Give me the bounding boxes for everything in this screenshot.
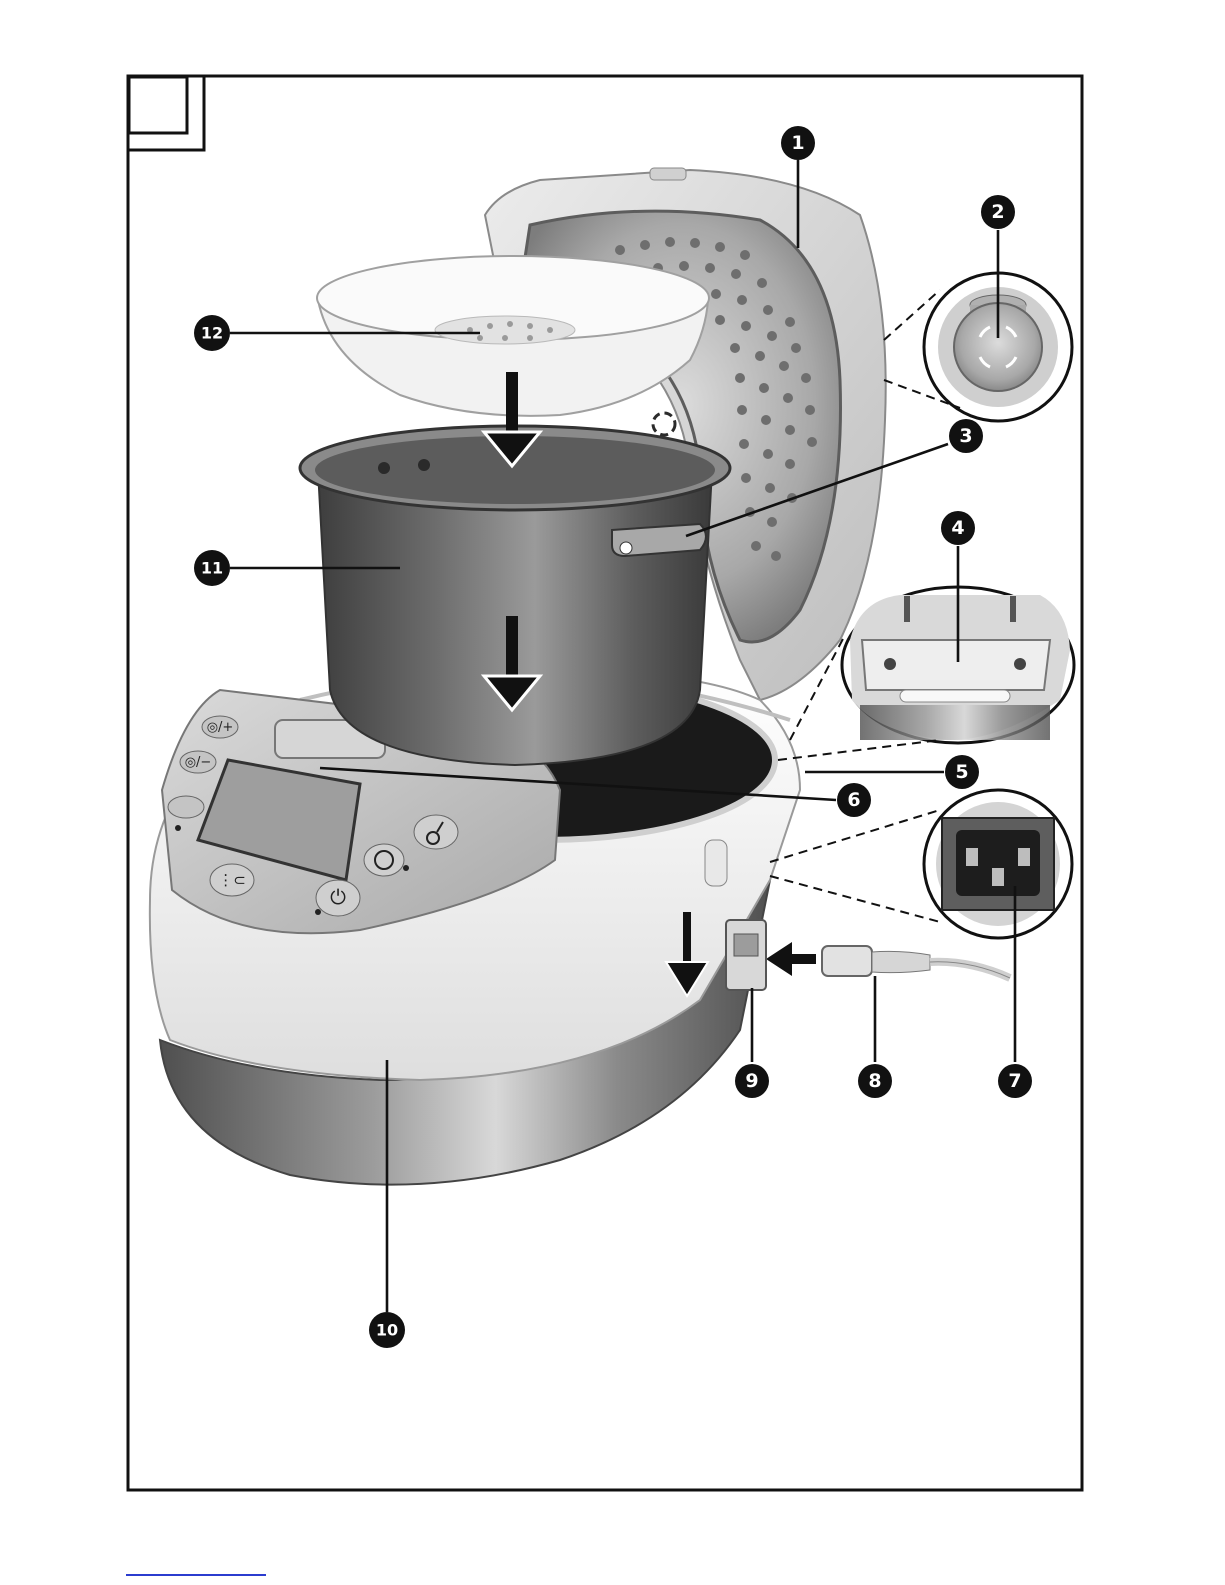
callout-10: 10 xyxy=(369,1312,405,1348)
svg-text:6: 6 xyxy=(847,789,860,811)
callout-4: 4 xyxy=(941,511,975,545)
callout-8: 8 xyxy=(858,1064,892,1098)
svg-text:8: 8 xyxy=(868,1070,881,1092)
callout-9: 9 xyxy=(735,1064,769,1098)
callout-11: 11 xyxy=(194,550,230,586)
svg-text:◎/−: ◎/− xyxy=(185,755,212,770)
svg-text:◎/+: ◎/+ xyxy=(207,720,234,735)
detail-inlet xyxy=(924,790,1072,938)
svg-text:4: 4 xyxy=(951,517,964,539)
power-cable xyxy=(822,946,1010,978)
svg-text:1: 1 xyxy=(791,132,804,154)
socket-module xyxy=(726,920,766,990)
svg-text:⋮⊂: ⋮⊂ xyxy=(218,871,246,889)
inner-pot xyxy=(300,426,730,765)
callout-12: 12 xyxy=(194,315,230,351)
callout-1: 1 xyxy=(781,126,815,160)
svg-text:2: 2 xyxy=(991,201,1004,223)
callout-7: 7 xyxy=(998,1064,1032,1098)
svg-text:⏻: ⏻ xyxy=(330,885,346,909)
arrow-left-plug xyxy=(766,942,816,976)
callout-3: 3 xyxy=(949,419,983,453)
callout-5: 5 xyxy=(945,755,979,789)
svg-text:7: 7 xyxy=(1008,1070,1021,1092)
figure-label-box xyxy=(129,77,187,133)
svg-text:12: 12 xyxy=(201,324,223,343)
lid-vent-symbol xyxy=(653,413,675,435)
callout-6: 6 xyxy=(837,783,871,817)
svg-text:11: 11 xyxy=(201,559,223,578)
svg-text:5: 5 xyxy=(955,761,968,783)
footer-link-underline xyxy=(126,1574,266,1576)
svg-text:10: 10 xyxy=(376,1321,398,1340)
callout-2: 2 xyxy=(981,195,1015,229)
svg-text:3: 3 xyxy=(959,425,972,447)
svg-text:9: 9 xyxy=(745,1070,758,1092)
